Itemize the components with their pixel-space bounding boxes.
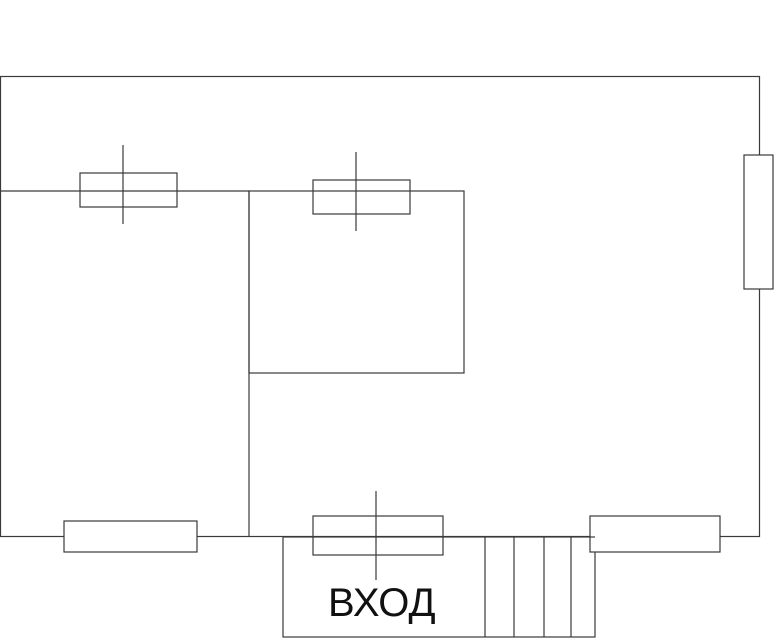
radiator-left-top xyxy=(79,145,178,224)
window-right xyxy=(743,154,774,290)
entrance-label: ВХОД xyxy=(328,581,436,625)
window-bottom-right xyxy=(589,515,721,553)
stairs xyxy=(484,537,572,637)
door-entrance xyxy=(312,491,444,580)
radiator-middle-top xyxy=(312,152,411,231)
entrance-porch xyxy=(282,536,596,638)
outer-wall xyxy=(0,75,761,538)
window-bottom-left xyxy=(63,520,198,553)
room-left xyxy=(0,190,250,537)
